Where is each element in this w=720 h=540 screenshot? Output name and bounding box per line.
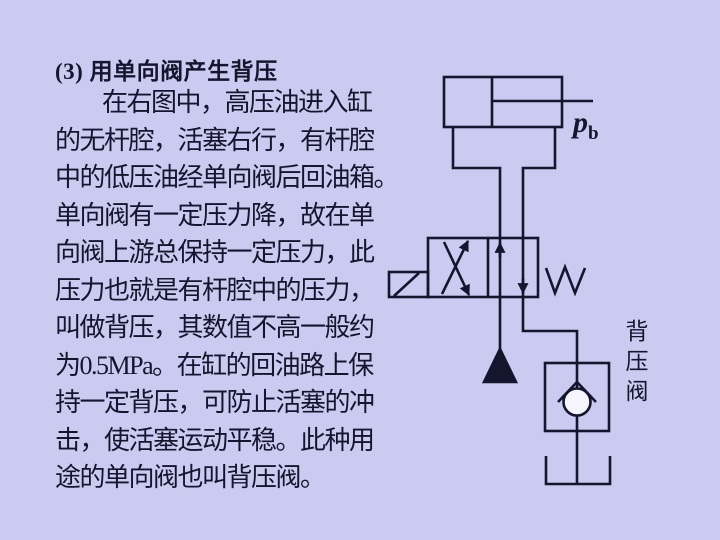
text-line: 向阀上游总保持一定压力，此 xyxy=(55,238,375,267)
slide-title: (3) 用单向阀产生背压 xyxy=(55,59,278,84)
check-valve-label: 背压阀 xyxy=(622,319,647,409)
text-line: 中的低压油经单向阀后回油箱。 xyxy=(55,163,400,192)
check-valve-seat xyxy=(557,380,597,403)
text-line: 途的单向阀也叫背压阀。 xyxy=(55,463,326,492)
pressure-label: pb xyxy=(573,106,599,143)
solenoid-diagonal xyxy=(393,272,420,297)
pipe-rod-side-to-tank xyxy=(521,127,579,484)
spring-icon xyxy=(544,263,587,297)
text-line: 持一定背压，可防止活塞的冲 xyxy=(55,388,375,417)
directional-valve-body xyxy=(426,236,540,299)
text-line: 叫做背压，其数值不高一般约 xyxy=(55,313,375,342)
pressure-subscript: b xyxy=(588,123,599,144)
text-line: 为0.5MPa。在缸的回油路上保 xyxy=(55,350,374,380)
body-text: 在右图中，高压油进入缸 的无杆腔，活塞右行，有杆腔 中的低压油经单向阀后回油箱。… xyxy=(55,84,420,497)
text-line: 单向阀有一定压力降，故在单 xyxy=(55,200,375,230)
pressure-source-icon xyxy=(481,346,519,384)
text-line: 的无杆腔，活塞右行，有杆腔 xyxy=(55,125,375,155)
pressure-symbol: p xyxy=(573,106,588,139)
check-valve-ball xyxy=(562,387,592,417)
text-line: 在右图中，高压油进入缸 xyxy=(102,88,373,117)
text-line: 击，使活塞运动平稳。此种用 xyxy=(55,425,375,455)
solenoid-box xyxy=(387,270,430,299)
crossed-flow-arrow-2 xyxy=(442,241,471,296)
text-line: 压力也就是有杆腔中的压力， xyxy=(55,275,375,305)
check-valve-box xyxy=(543,361,611,433)
tank-icon xyxy=(544,456,612,486)
pipe-rodless-side xyxy=(451,127,502,350)
